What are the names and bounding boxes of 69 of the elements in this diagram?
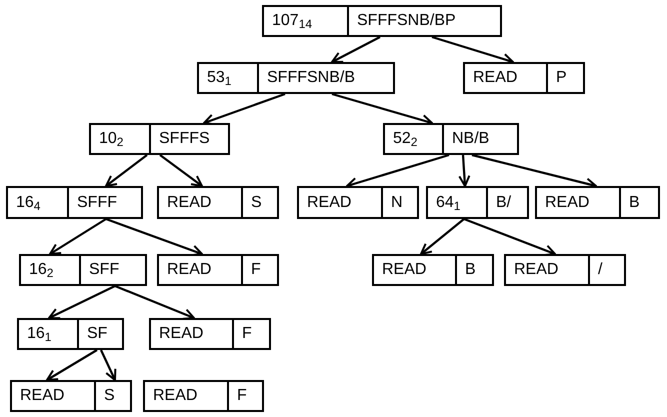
node-label: READ [381, 260, 428, 280]
node-label: B [619, 188, 658, 217]
arrow [458, 154, 470, 187]
node-label: READ [166, 260, 212, 280]
record-box [149, 318, 271, 350]
node-label: P [546, 64, 583, 92]
record-box [157, 254, 279, 286]
node-label: S [241, 188, 277, 217]
record-box [383, 123, 519, 155]
record-box [426, 186, 529, 219]
node-label: S [94, 382, 130, 410]
record-box [197, 62, 395, 94]
node-label: F [232, 320, 269, 348]
node-label: READ [513, 260, 560, 280]
arrow [331, 36, 380, 63]
record-box [6, 186, 143, 219]
arrow [464, 218, 556, 256]
node-label: N [381, 188, 417, 217]
arrow [100, 350, 116, 381]
node-label: 16$_{2}$ [28, 260, 54, 282]
record-box [504, 254, 626, 286]
node-label: READ [544, 192, 590, 212]
arrow [49, 218, 107, 255]
record-box [19, 254, 147, 286]
arrow [420, 218, 465, 255]
arrow [114, 284, 195, 320]
node-label: F [227, 382, 262, 410]
node-label: READ [306, 192, 352, 212]
node-label: SFFFSNB/B [257, 64, 393, 92]
record-box [17, 318, 124, 350]
record-box [262, 5, 502, 37]
node-label: READ [152, 386, 198, 406]
arrow [48, 285, 116, 320]
node-label: SFFFSNB/BP [347, 7, 500, 35]
arrow [105, 154, 148, 187]
node-label: READ [158, 324, 204, 344]
record-box [372, 254, 494, 286]
record-box [157, 186, 279, 219]
node-label: READ [19, 386, 66, 406]
arrow [46, 349, 98, 381]
record-box [143, 380, 264, 412]
arrow [346, 154, 450, 189]
node-label: 16$_{4}$ [15, 192, 42, 214]
node-label: 10$_{2}$ [98, 129, 124, 151]
node-label: / [588, 256, 624, 284]
node-label: F [241, 256, 277, 284]
node-label: 53$_{1}$ [206, 68, 232, 90]
arrow [106, 218, 203, 256]
node-label: B [455, 256, 492, 284]
arrow [203, 92, 286, 126]
node-label: 64$_{1}$ [435, 192, 462, 214]
node-label: SFFF [67, 188, 141, 217]
node-label: 52$_{2}$ [392, 129, 418, 151]
node-label: READ [472, 68, 518, 88]
record-box [463, 62, 585, 94]
node-label: 16$_{1}$ [26, 324, 52, 346]
record-box [10, 380, 132, 412]
arrow [432, 36, 514, 65]
record-box [297, 186, 419, 219]
node-label: READ [166, 192, 212, 212]
node-label: SF [77, 320, 122, 348]
node-label: 107$_{14}$ [271, 11, 314, 33]
node-label: SFFFS [149, 125, 228, 153]
arrow [159, 154, 203, 187]
record-box [89, 123, 230, 155]
node-label: B/ [486, 188, 527, 217]
node-label: SFF [79, 256, 145, 284]
record-box [535, 186, 660, 219]
node-label: NB/B [442, 125, 517, 153]
